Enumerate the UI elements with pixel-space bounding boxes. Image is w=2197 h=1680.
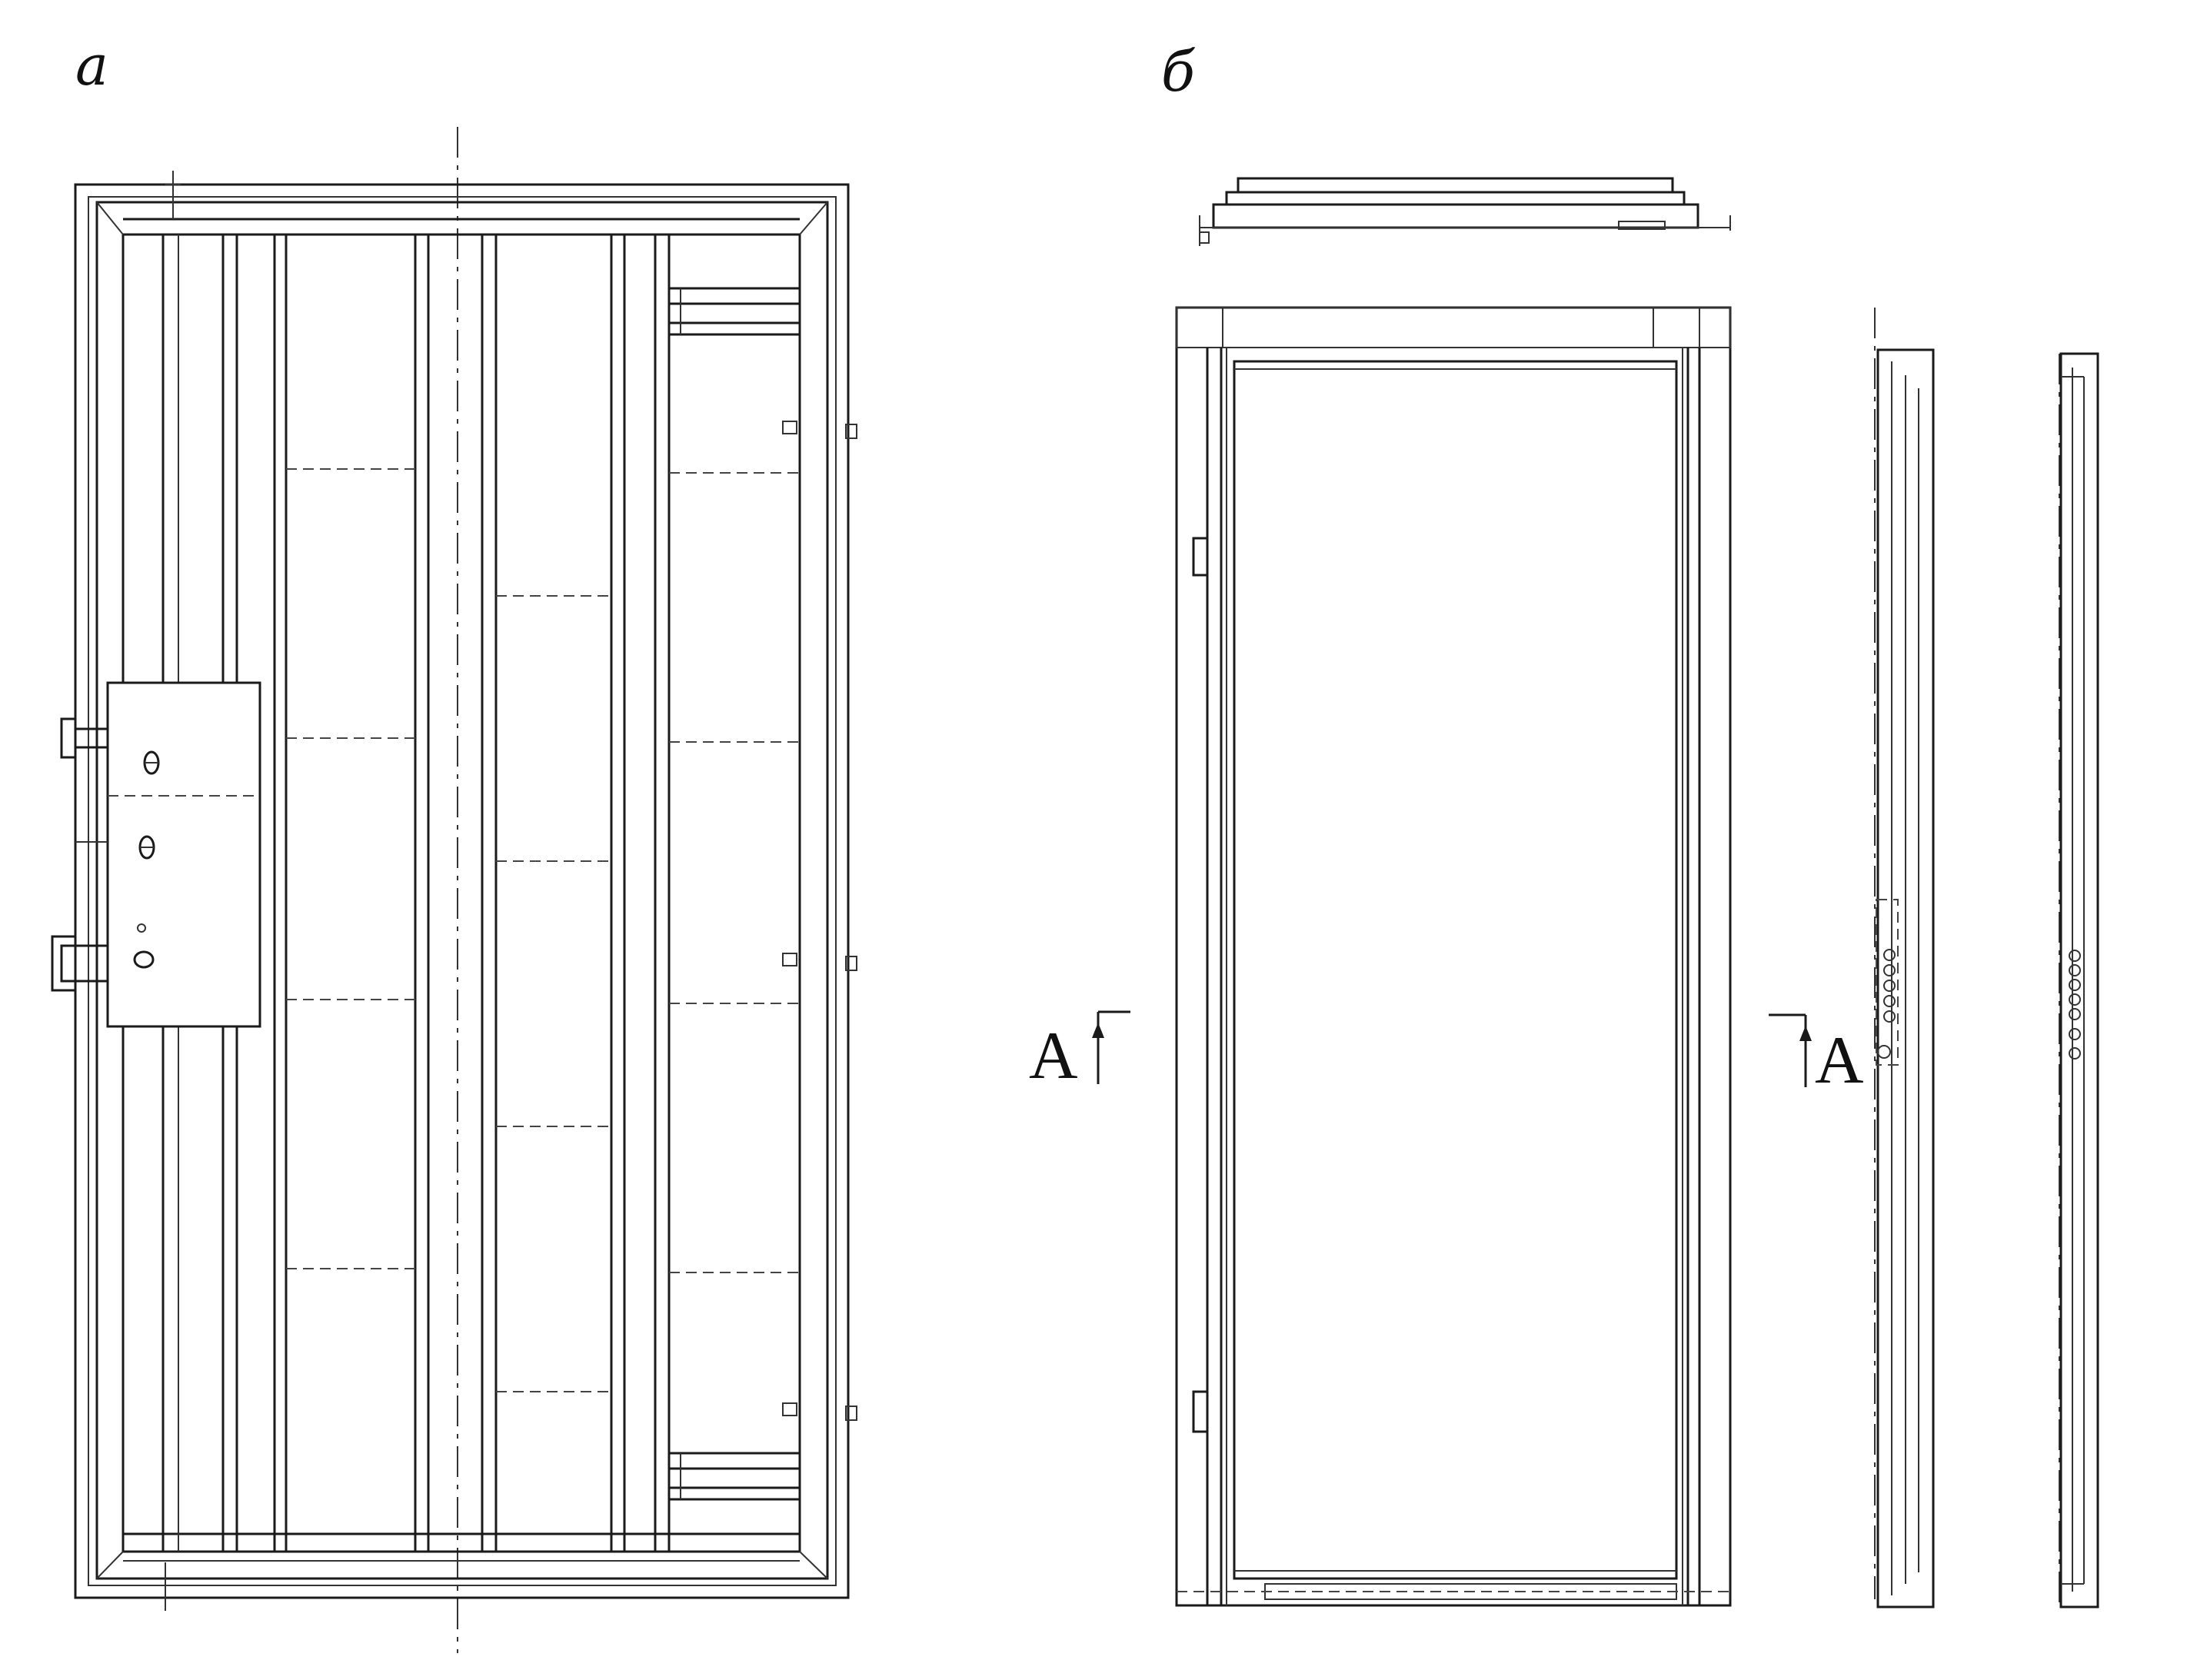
section-label-right: A: [1815, 1023, 1864, 1098]
panel-label-a: а: [75, 33, 108, 98]
frame-inner-edge: [95, 201, 829, 1580]
outer-frame-inner: [88, 196, 837, 1586]
panel-label-b: б: [1161, 39, 1196, 104]
cross-members-middle: [496, 595, 611, 1392]
jamb-opening: [1233, 360, 1678, 1580]
side-section-striker: [1874, 308, 1935, 1608]
lock-plate: [51, 681, 261, 1028]
jamb-outer: [1175, 306, 1732, 1607]
outer-frame: [74, 183, 850, 1599]
section-label-left: A: [1029, 1019, 1078, 1093]
view-b-door-frame: [1175, 306, 1732, 1607]
section-mark-right: A: [1769, 1013, 1864, 1098]
cross-members-left: [286, 468, 415, 1269]
cross-members-right: [669, 287, 800, 1501]
section-mark-left: A: [1029, 1010, 1130, 1093]
hinges-right: [782, 421, 857, 1421]
side-section-narrow: [2059, 352, 2099, 1608]
view-a-door-leaf: [51, 127, 857, 1653]
view-b-top-section: [1199, 177, 1731, 246]
